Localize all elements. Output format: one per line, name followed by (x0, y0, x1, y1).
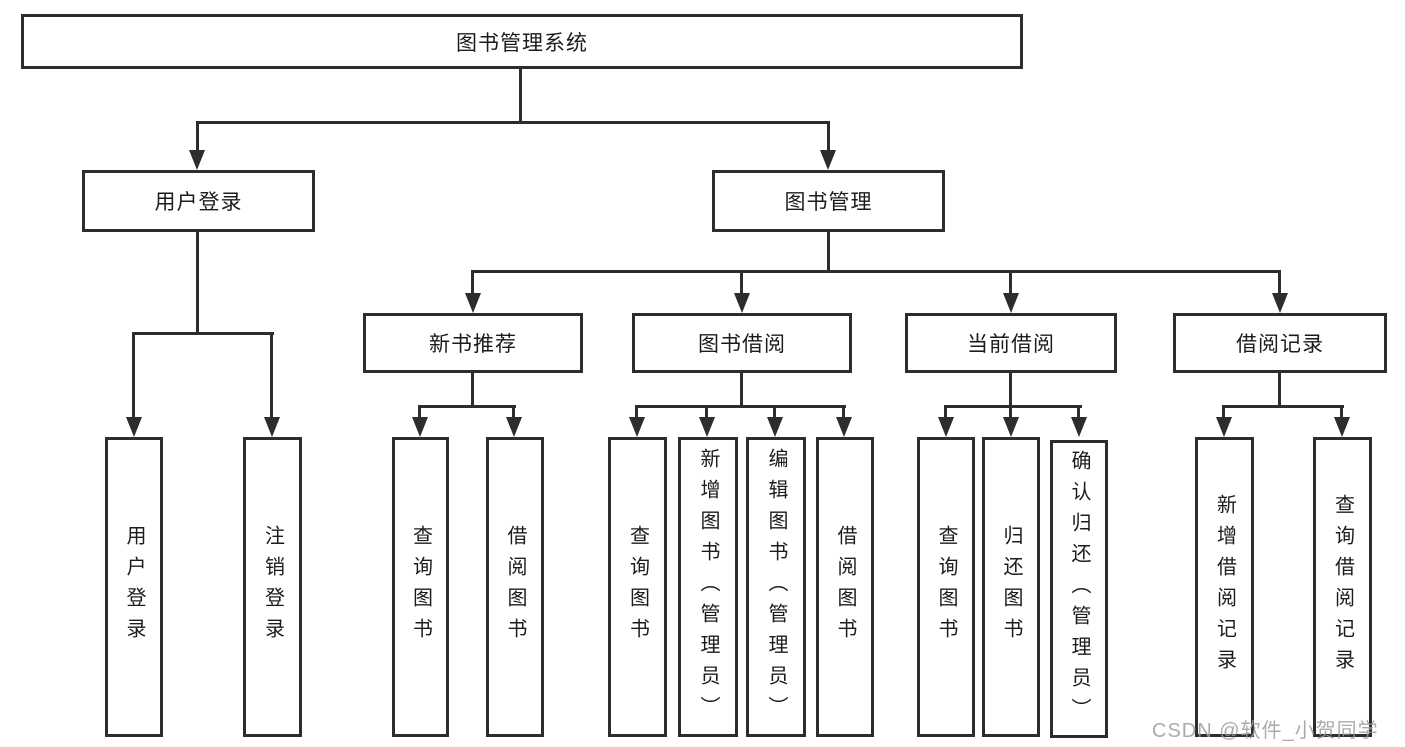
node-borrow-borrow-books: 借阅图书 (816, 437, 874, 737)
arrow-down-icon (189, 150, 205, 170)
arrow-down-icon (126, 417, 142, 437)
connector-line (270, 332, 273, 419)
connector-line (519, 69, 522, 124)
node-borrow-query-books-label: 查询图书 (626, 525, 649, 649)
node-borrow-edit-books-admin-label: 编辑图书（管理员） (765, 447, 787, 727)
watermark-text: CSDN @软件_小贺同学 (1152, 720, 1379, 742)
connector-line (740, 373, 743, 408)
connector-line (827, 232, 830, 273)
node-current-query-books: 查询图书 (917, 437, 975, 737)
node-recommend-query-books: 查询图书 (392, 437, 449, 737)
connector-line (1340, 405, 1343, 419)
connector-line (196, 121, 830, 124)
node-recommend-borrow-books-label: 借阅图书 (504, 525, 526, 649)
connector-line (1009, 405, 1012, 419)
node-current-confirm-return-admin-label: 确认归还（管理员） (1068, 449, 1090, 729)
node-user-login-label: 用户登录 (154, 191, 243, 214)
node-login-user: 用户登录 (105, 437, 163, 737)
node-borrow-edit-books-admin: 编辑图书（管理员） (746, 437, 806, 737)
arrow-down-icon (1272, 293, 1288, 313)
arrow-down-icon (264, 417, 280, 437)
node-recommend-borrow-books: 借阅图书 (486, 437, 544, 737)
node-book-borrow-label: 图书借阅 (698, 333, 786, 356)
connector-line (418, 405, 516, 408)
arrow-down-icon (1003, 417, 1019, 437)
node-login-logout: 注销登录 (243, 437, 302, 737)
connector-line (1278, 373, 1281, 408)
arrow-down-icon (506, 417, 522, 437)
node-current-borrow: 当前借阅 (905, 313, 1117, 373)
node-borrow-add-books-admin-label: 新增图书（管理员） (697, 447, 719, 727)
connector-line (512, 405, 515, 419)
arrow-down-icon (1334, 417, 1350, 437)
connector-line (132, 332, 135, 419)
node-records-add-record: 新增借阅记录 (1195, 437, 1254, 737)
connector-line (635, 405, 638, 419)
node-root-label: 图书管理系统 (456, 31, 588, 55)
node-current-confirm-return-admin: 确认归还（管理员） (1050, 440, 1108, 738)
node-book-management-label: 图书管理 (784, 191, 873, 214)
connector-line (705, 405, 708, 419)
connector-line (471, 373, 474, 408)
node-records-query-record: 查询借阅记录 (1313, 437, 1372, 737)
node-book-management: 图书管理 (712, 170, 945, 232)
node-borrow-add-books-admin: 新增图书（管理员） (678, 437, 738, 737)
node-borrow-records: 借阅记录 (1173, 313, 1387, 373)
node-current-borrow-label: 当前借阅 (967, 333, 1055, 356)
arrow-down-icon (767, 417, 783, 437)
arrow-down-icon (465, 293, 481, 313)
node-new-book-recommend: 新书推荐 (363, 313, 583, 373)
connector-line (196, 121, 199, 152)
arrow-down-icon (938, 417, 954, 437)
arrow-down-icon (699, 417, 715, 437)
connector-line (842, 405, 845, 419)
node-current-return-books: 归还图书 (982, 437, 1040, 737)
connector-line (1009, 373, 1012, 408)
node-current-query-books-label: 查询图书 (935, 525, 957, 649)
connector-line (1222, 405, 1344, 408)
node-records-query-record-label: 查询借阅记录 (1331, 494, 1354, 680)
connector-line (944, 405, 947, 419)
arrow-down-icon (629, 417, 645, 437)
connector-line (196, 232, 199, 335)
connector-line (471, 270, 1281, 273)
connector-line (944, 405, 1082, 408)
connector-line (635, 405, 846, 408)
connector-line (1077, 405, 1080, 419)
connector-line (773, 405, 776, 419)
node-records-add-record-label: 新增借阅记录 (1213, 494, 1236, 680)
node-borrow-records-label: 借阅记录 (1236, 333, 1324, 356)
arrow-down-icon (412, 417, 428, 437)
node-borrow-query-books: 查询图书 (608, 437, 667, 737)
connector-line (740, 270, 743, 295)
arrow-down-icon (1071, 417, 1087, 437)
node-login-logout-label: 注销登录 (261, 525, 284, 649)
node-book-borrow: 图书借阅 (632, 313, 852, 373)
node-new-book-recommend-label: 新书推荐 (429, 333, 517, 356)
node-login-user-label: 用户登录 (123, 525, 145, 649)
arrow-down-icon (836, 417, 852, 437)
connector-line (132, 332, 274, 335)
connector-line (827, 121, 830, 152)
arrow-down-icon (1216, 417, 1232, 437)
node-user-login: 用户登录 (82, 170, 315, 232)
connector-line (471, 270, 474, 295)
arrow-down-icon (734, 293, 750, 313)
arrow-down-icon (820, 150, 836, 170)
node-borrow-borrow-books-label: 借阅图书 (834, 525, 856, 649)
node-root: 图书管理系统 (21, 14, 1023, 69)
connector-line (1278, 270, 1281, 295)
connector-line (418, 405, 421, 419)
arrow-down-icon (1003, 293, 1019, 313)
connector-line (1009, 270, 1012, 295)
connector-line (1222, 405, 1225, 419)
node-recommend-query-books-label: 查询图书 (409, 525, 432, 649)
node-current-return-books-label: 归还图书 (1000, 525, 1022, 649)
